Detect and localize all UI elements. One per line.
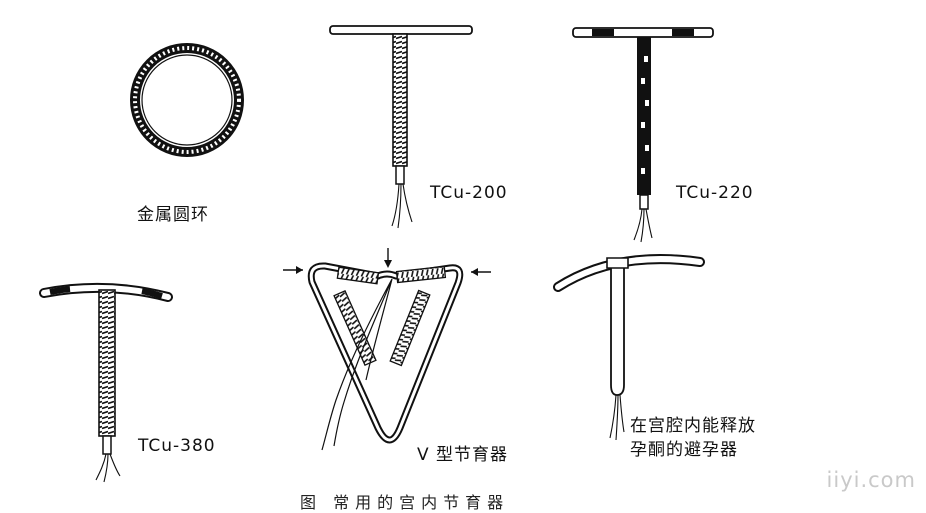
label-metal-ring: 金属圆环 xyxy=(137,205,209,225)
iud-diagram xyxy=(39,25,714,483)
v-type-device xyxy=(283,248,491,451)
progesterone-iud-device xyxy=(553,254,705,441)
tcu-200-device xyxy=(329,25,473,229)
label-tcu-220: TCu-220 xyxy=(676,183,754,203)
label-tcu-200: TCu-200 xyxy=(430,183,508,203)
metal-ring-device xyxy=(130,43,244,157)
label-progesterone-device: 在宫腔内能释放 孕酮的避孕器 xyxy=(630,416,756,460)
label-tcu-380: TCu-380 xyxy=(138,436,216,456)
label-v-type: V 型节育器 xyxy=(417,445,509,465)
figure-caption: 图 常用的宫内节育器 xyxy=(300,493,510,512)
tcu-380-device xyxy=(39,282,173,483)
tcu-220-device xyxy=(572,27,714,243)
watermark: iiyi.com xyxy=(826,468,916,492)
